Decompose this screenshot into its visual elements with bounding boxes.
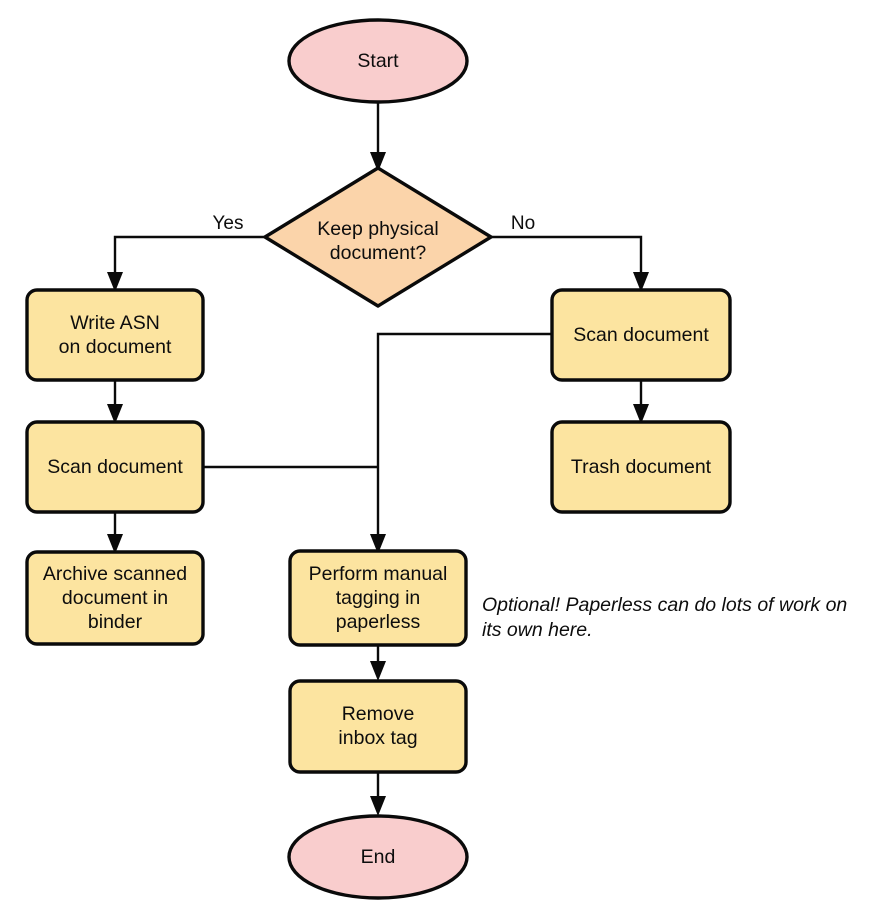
edge-write-asn-to-scan-left [107, 380, 123, 424]
node-remove-tag-label-line2: inbox tag [338, 727, 417, 749]
node-archive-label-line1: Archive scanned [43, 563, 187, 585]
node-tagging-label-line2: tagging in [336, 587, 421, 609]
annotation-line1: Optional! Paperless can do lots of work … [482, 594, 847, 616]
node-trash-document-label: Trash document [571, 456, 712, 478]
node-start-label: Start [357, 50, 399, 72]
edge-remove-tag-to-end [370, 772, 386, 816]
node-tagging-label-line1: Perform manual [309, 563, 448, 585]
annotation-optional-note: Optional! Paperless can do lots of work … [482, 594, 847, 641]
node-scan-document-left[interactable]: Scan document [25, 420, 205, 514]
node-archive-label-line2: document in [62, 587, 168, 609]
edge-decision-no-to-scan-right [491, 235, 649, 292]
node-scan-document-right[interactable]: Scan document [550, 288, 732, 382]
node-write-asn-label-line2: on document [59, 336, 172, 358]
edge-tagging-to-remove-tag [370, 645, 386, 681]
edge-label-yes: Yes [213, 213, 244, 234]
node-scan-document-right-label: Scan document [573, 324, 709, 346]
node-archive-label-line3: binder [88, 611, 143, 633]
node-start[interactable]: Start [287, 18, 469, 104]
edge-scan-right-to-tagging [376, 332, 552, 544]
node-tagging-label-line3: paperless [336, 611, 421, 633]
node-remove-tag-label-line1: Remove [342, 703, 415, 725]
node-trash-document[interactable]: Trash document [550, 420, 732, 514]
node-remove-inbox-tag[interactable]: Remove inbox tag [288, 679, 468, 774]
edge-start-to-decision [370, 102, 386, 172]
node-write-asn-label-line1: Write ASN [70, 312, 160, 334]
node-decision-label-line2: document? [330, 242, 427, 264]
edge-label-no: No [511, 213, 535, 234]
node-scan-document-left-label: Scan document [47, 456, 183, 478]
node-perform-manual-tagging[interactable]: Perform manual tagging in paperless [288, 549, 468, 647]
annotation-line2: its own here. [482, 619, 593, 641]
node-end[interactable]: End [287, 814, 469, 900]
edge-scan-right-to-trash [633, 380, 649, 424]
node-archive-scanned-document[interactable]: Archive scanned document in binder [25, 550, 205, 646]
edge-scan-left-to-archive [107, 512, 123, 554]
node-write-asn[interactable]: Write ASN on document [25, 288, 205, 382]
node-decision-keep-physical-document[interactable]: Keep physical document? [263, 166, 493, 308]
node-end-label: End [361, 846, 396, 868]
edge-scan-left-to-tagging [203, 465, 386, 554]
edge-decision-yes-to-write-asn [107, 235, 265, 292]
node-decision-label-line1: Keep physical [317, 218, 438, 240]
